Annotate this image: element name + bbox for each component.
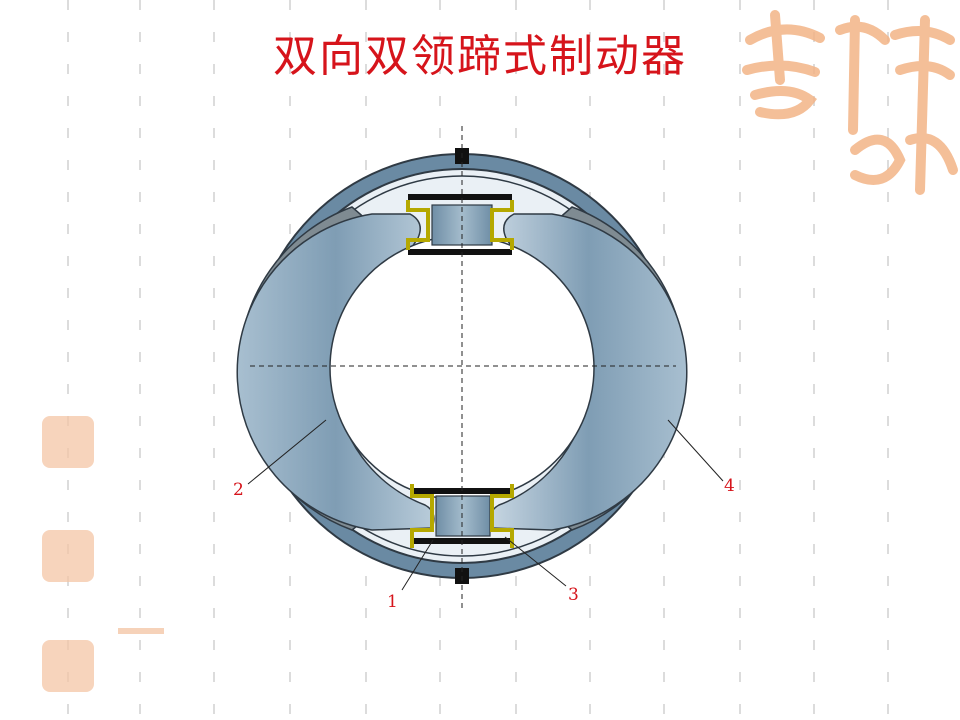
stamp-watermark <box>42 416 94 468</box>
centerlines <box>250 126 676 612</box>
callout-3: 3 <box>568 585 579 605</box>
logo-watermark <box>742 10 958 195</box>
callout-4: 4 <box>724 476 735 496</box>
callout-2: 2 <box>233 480 244 500</box>
stamp-watermark <box>42 530 94 582</box>
page-title: 双向双领蹄式制动器 <box>273 31 687 82</box>
callout-1: 1 <box>387 592 398 612</box>
leader-lines <box>247 419 724 591</box>
stamp-watermark <box>42 640 94 692</box>
decor-bar <box>118 628 164 634</box>
